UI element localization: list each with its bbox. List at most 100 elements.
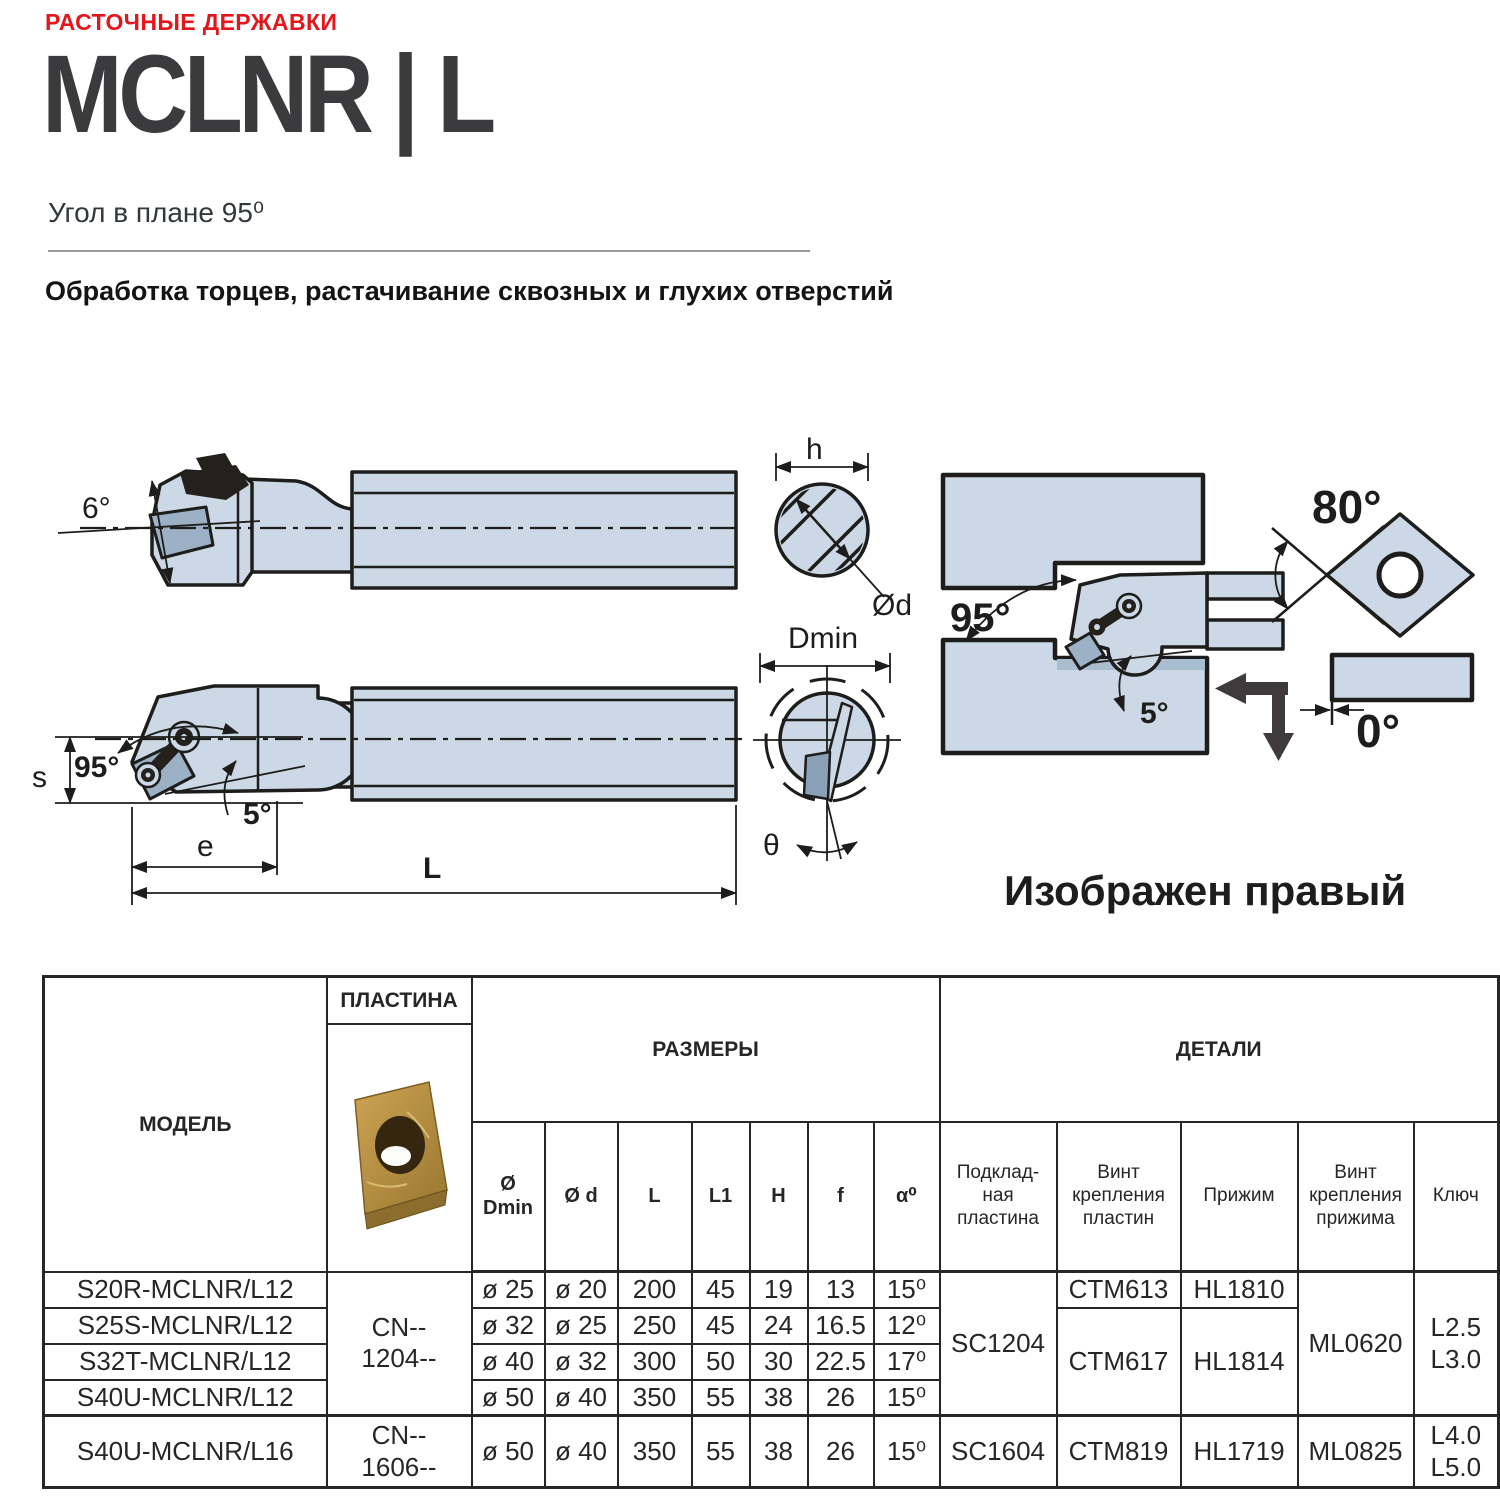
top-view: s 95° 5° e L — [32, 684, 742, 905]
group-header-sizes: РАЗМЕРЫ — [470, 975, 941, 1123]
spec-table: МОДЕЛЬ ПЛАСТИНА РАЗМЕРЫ ДЕТАЛИ — [42, 975, 1500, 1489]
cell-backing: SC1204 — [938, 1270, 1058, 1417]
col-header-clamp-screw: Винт крепления прижима — [1296, 1120, 1415, 1273]
cell-h: 38 — [748, 1378, 809, 1417]
cell-model: S32T-MCLNR/L12 — [42, 1342, 328, 1381]
cell-model: S40U-MCLNR/L12 — [42, 1378, 328, 1417]
cell-l1: 45 — [690, 1270, 751, 1309]
cell-f: 16.5 — [806, 1306, 875, 1345]
cell-h: 19 — [748, 1270, 809, 1309]
insert-photo — [353, 1081, 448, 1230]
cell-backing: SC1604 — [938, 1414, 1058, 1489]
insert-section — [802, 750, 832, 801]
col-header-l1: L1 — [690, 1120, 751, 1273]
insert-work — [1064, 631, 1106, 671]
cell-l1: 50 — [690, 1342, 751, 1381]
cell-clamp-screw: ML0825 — [1296, 1414, 1415, 1489]
cell-l1: 55 — [690, 1414, 751, 1489]
section-view-h: Ød h — [774, 433, 912, 622]
col-header-plate: ПЛАСТИНА — [325, 975, 473, 1025]
cell-wrench: L4.0 L5.0 — [1412, 1414, 1500, 1489]
col-header-l: L — [616, 1120, 693, 1273]
cell-dmin: ø 50 — [470, 1414, 546, 1489]
relief-block — [1329, 652, 1475, 703]
insert-hole — [1376, 551, 1424, 599]
cell-model: S40U-MCLNR/L16 — [42, 1414, 328, 1489]
label-e: e — [197, 830, 214, 863]
cell-dmin: ø 25 — [470, 1270, 546, 1309]
plate-photo-cell — [325, 1022, 473, 1273]
table-row: S40U-MCLNR/L12 ø 50 ø 40 350 55 38 26 15… — [42, 1378, 1499, 1417]
label-od: Ød — [872, 589, 912, 622]
feed-arrow-down — [1263, 682, 1294, 761]
clamp-screw-head — [196, 453, 233, 474]
cell-plate: CN-- 1204-- — [325, 1270, 473, 1417]
cell-f: 26 — [806, 1414, 875, 1489]
cell-clamp: HL1719 — [1179, 1414, 1299, 1489]
workpiece-upper — [940, 472, 1206, 591]
cell-plate-screw: CTM617 — [1055, 1306, 1182, 1417]
side-view: 6° — [57, 453, 742, 590]
technical-drawing: 6° s 95° 5° — [32, 433, 1475, 914]
section-view-dmin: θ Dmin — [753, 622, 901, 862]
cell-h: 38 — [748, 1414, 809, 1489]
col-header-dmin: Ø Dmin — [470, 1120, 546, 1273]
description: Обработка торцев, растачивание сквозных … — [45, 276, 894, 306]
page-title: MCLNR | L — [42, 33, 496, 156]
cell-wrench: L2.5 L3.0 — [1412, 1270, 1500, 1417]
col-header-h: H — [748, 1120, 809, 1273]
feed-arrow-left — [1215, 673, 1288, 704]
label-side-5: 5° — [243, 798, 272, 831]
col-header-backing: Подклад- ная пластина — [938, 1120, 1058, 1273]
cell-l1: 55 — [690, 1378, 751, 1417]
cell-d: ø 25 — [543, 1306, 619, 1345]
workpiece-view: 95° 5° — [940, 472, 1294, 761]
table-row: S20R-MCLNR/L12 CN-- 1204-- ø 25 ø 20 200… — [42, 1270, 1500, 1417]
cell-l: 350 — [616, 1414, 693, 1489]
cell-model: S25S-MCLNR/L12 — [42, 1306, 328, 1345]
cell-l: 200 — [616, 1270, 693, 1309]
table-row: S25S-MCLNR/L12 ø 32 ø 25 250 45 24 16.5 … — [42, 1306, 1499, 1417]
relief-view: 0° — [1300, 652, 1475, 757]
cell-plate-screw: CTM613 — [1055, 1270, 1182, 1309]
label-L: L — [423, 852, 441, 885]
cell-alpha: 12⁰ — [872, 1306, 941, 1345]
cell-clamp: HL1814 — [1179, 1306, 1299, 1417]
cell-plate-screw: CTM819 — [1055, 1414, 1182, 1489]
cell-d: ø 32 — [543, 1342, 619, 1381]
col-header-alpha: α⁰ — [872, 1120, 941, 1273]
cell-clamp-screw: ML0620 — [1296, 1270, 1415, 1417]
label-h: h — [806, 433, 823, 466]
drawing-caption: Изображен правый — [1004, 867, 1406, 914]
cell-f: 26 — [806, 1378, 875, 1417]
cell-alpha: 15⁰ — [872, 1270, 941, 1309]
cell-model: S20R-MCLNR/L12 — [42, 1270, 328, 1309]
label-80: 80° — [1312, 481, 1382, 533]
col-header-wrench: Ключ — [1412, 1120, 1500, 1273]
cell-l: 250 — [616, 1306, 693, 1345]
col-header-model: МОДЕЛЬ — [42, 975, 328, 1273]
label-work-5: 5° — [1140, 697, 1169, 730]
cell-h: 24 — [748, 1306, 809, 1345]
col-header-clamp: Прижим — [1179, 1120, 1299, 1273]
cell-dmin: ø 32 — [470, 1306, 546, 1345]
cell-f: 13 — [806, 1270, 875, 1309]
cell-alpha: 15⁰ — [872, 1414, 941, 1489]
label-dmin: Dmin — [788, 622, 858, 655]
cell-l: 300 — [616, 1342, 693, 1381]
label-work-95: 95° — [950, 596, 1011, 640]
col-header-d: Ø d — [543, 1120, 619, 1273]
cell-d: ø 40 — [543, 1414, 619, 1489]
cell-plate: CN-- 1606-- — [325, 1414, 473, 1489]
cell-l1: 45 — [690, 1306, 751, 1345]
cell-d: ø 20 — [543, 1270, 619, 1309]
cell-dmin: ø 40 — [470, 1342, 546, 1381]
label-0: 0° — [1356, 705, 1400, 757]
shank-section-circle — [774, 482, 870, 578]
col-header-plate-screw: Винт крепления пластин — [1055, 1120, 1182, 1273]
label-rake-angle: 6° — [82, 492, 111, 525]
table-row: S40U-MCLNR/L16 CN-- 1606-- ø 50 ø 40 350… — [42, 1414, 1500, 1489]
col-header-f: f — [806, 1120, 875, 1273]
label-s: s — [32, 761, 47, 794]
